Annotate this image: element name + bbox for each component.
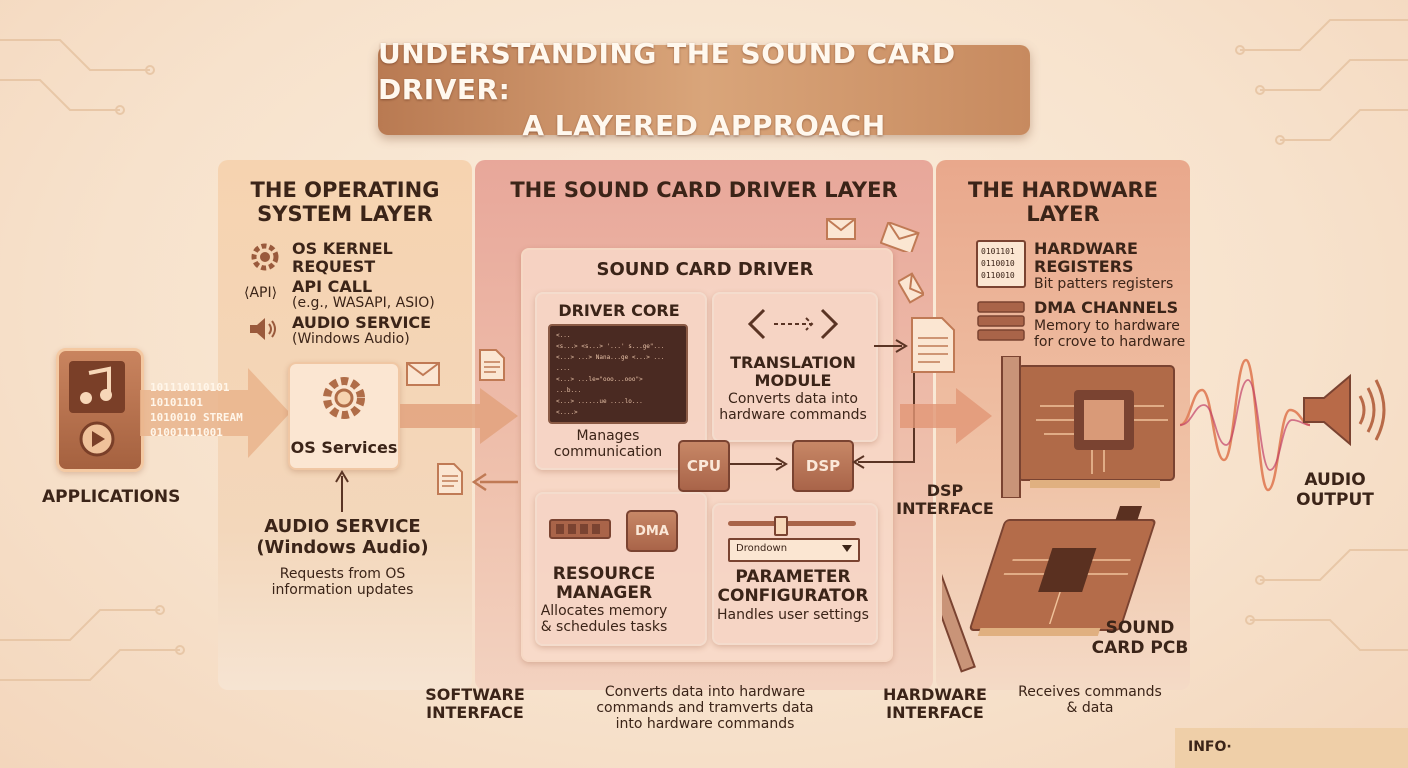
cpu-to-dsp-arrow xyxy=(730,457,788,471)
dma-chip: DMA xyxy=(626,510,678,552)
sound-card-pcb-icon xyxy=(942,506,1156,673)
audio-service-desc: (Windows Audio) xyxy=(292,331,410,347)
code-line: .... xyxy=(556,365,571,372)
hardware-feedback-line xyxy=(852,340,915,469)
document-icon xyxy=(911,317,955,373)
code-line: <s...> <s...> '...' s...ge"... xyxy=(556,343,665,350)
binary-line: 10111011010​1 xyxy=(150,381,230,394)
os-to-driver-arrow xyxy=(400,388,518,444)
hardware-registers-desc: Bit patters registers xyxy=(1034,276,1174,292)
audio-service-label: AUDIO SERVICE xyxy=(292,313,432,332)
os-services-label: OS Services xyxy=(290,438,398,457)
translation-module-box xyxy=(712,292,878,442)
title-banner: UNDERSTANDING THE SOUND CARD DRIVER: A L… xyxy=(378,37,1030,142)
code-line: <....> xyxy=(556,409,578,416)
register-bits: 0110010 xyxy=(981,259,1015,268)
code-line: <... xyxy=(556,332,571,339)
register-bits: 0110010 xyxy=(981,271,1015,280)
binary-line: 10101101 xyxy=(150,396,203,409)
memory-module-icon xyxy=(548,514,612,548)
code-line: ...b... xyxy=(556,387,582,394)
slider-track xyxy=(728,521,856,526)
settings-slider[interactable] xyxy=(728,516,856,536)
info-bar xyxy=(1175,728,1408,768)
speaker-icon xyxy=(248,316,280,346)
dma-channels-label: DMA CHANNELS xyxy=(1034,298,1179,317)
audio-service-block: AUDIO SERVICE(Windows Audio) xyxy=(256,516,429,558)
gear-icon xyxy=(248,240,282,278)
stream-label: STREAM xyxy=(202,411,243,424)
dsp-chip: DSP xyxy=(792,440,854,492)
stream-arrow xyxy=(140,368,290,458)
dma-channels-icon xyxy=(976,300,1028,346)
sound-wave-icon xyxy=(1180,358,1310,492)
info-label: INFO· xyxy=(1188,739,1232,755)
binary-stream: 10111011010​1 10101101 1010010 STREAM 01… xyxy=(150,380,243,440)
driver-core-title: DRIVER CORE xyxy=(558,301,680,320)
resource-manager-box xyxy=(535,492,707,646)
settings-dropdown[interactable]: Drondown xyxy=(728,538,860,562)
cpu-chip: CPU xyxy=(678,440,730,492)
resource-manager-desc: Allocates memory& schedules tasks xyxy=(540,603,668,635)
parameter-configurator-box xyxy=(712,503,878,645)
api-call-label: API CALL xyxy=(292,277,373,296)
envelope-icon xyxy=(406,362,440,386)
code-line: <...> ...le="ooo...ooo"> xyxy=(556,376,643,383)
up-arrow xyxy=(335,470,349,512)
envelope-icon xyxy=(880,222,920,252)
registers-icon: 0101101 0110010 0110010 xyxy=(976,240,1026,288)
media-player-icon xyxy=(56,348,144,472)
document-icon xyxy=(479,349,505,381)
chevron-down-icon xyxy=(842,545,852,552)
parameter-configurator-desc: Handles user settings xyxy=(717,607,869,623)
translation-to-doc-arrow xyxy=(874,339,908,353)
api-icon: ⟨API⟩ xyxy=(244,285,278,301)
speaker-icon xyxy=(1303,373,1386,447)
receives-text: Receives commands& data xyxy=(1018,684,1162,716)
envelope-icon xyxy=(898,272,924,304)
envelope-icon xyxy=(826,218,856,240)
applications-label: APPLICATIONS xyxy=(42,487,181,507)
os-services-box: OS Services xyxy=(288,362,400,470)
code-editor: <... <s...> <s...> '...' s...ge"... <...… xyxy=(548,324,688,424)
code-line: <...> ...> Nana...ge <...> ... xyxy=(556,354,665,361)
driver-to-hardware-arrow xyxy=(900,388,992,444)
sound-card-board-icon xyxy=(1001,356,1175,498)
dropdown-value: Drondown xyxy=(736,543,788,554)
title-line-1: UNDERSTANDING THE SOUND CARD DRIVER: xyxy=(378,37,956,106)
sound-card-driver-title: SOUND CARD DRIVER xyxy=(596,259,814,280)
register-bits: 0101101 xyxy=(981,247,1015,256)
back-arrow xyxy=(471,472,518,492)
code-brackets-icon xyxy=(747,306,839,346)
binary-line: 1010010 STREAM xyxy=(150,411,243,424)
binary-line: 01001111001 xyxy=(150,426,223,439)
api-call-desc: (e.g., WASAPI, ASIO) xyxy=(292,295,435,311)
driver-layer-title: THE SOUND CARD DRIVER LAYER xyxy=(510,178,898,202)
title-line-2: A LAYERED APPROACH xyxy=(522,109,886,142)
document-icon xyxy=(437,463,463,495)
slider-thumb[interactable] xyxy=(774,516,788,536)
code-line: <...> ......ue ....lo... xyxy=(556,398,643,405)
gear-icon xyxy=(323,377,365,419)
